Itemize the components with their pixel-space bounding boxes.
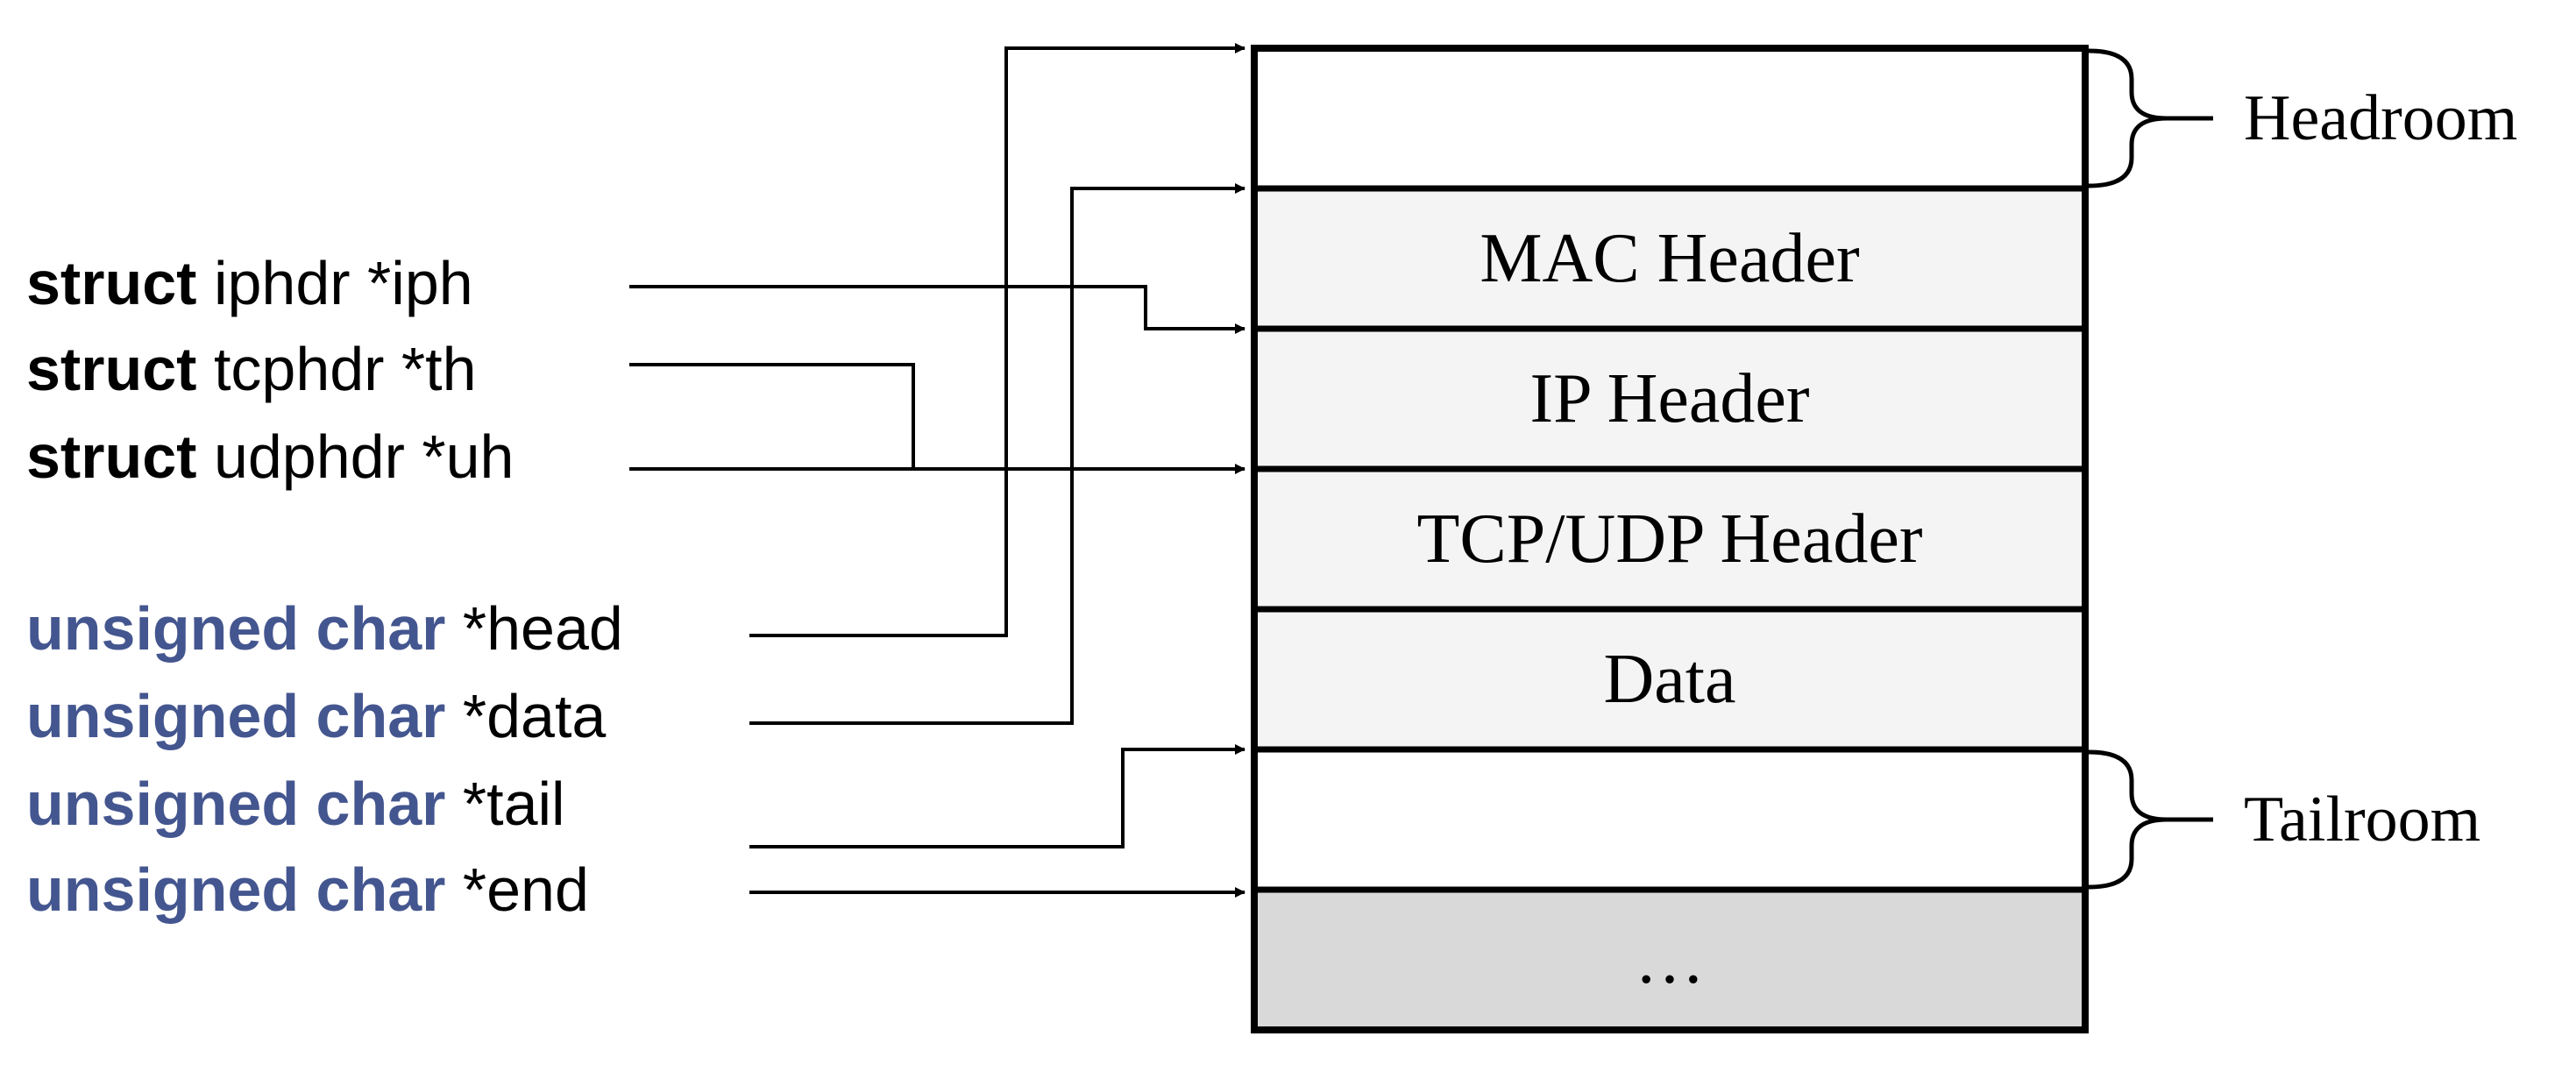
segment-label-overflow: … <box>1635 920 1705 998</box>
segment-mac-header <box>1254 188 2085 329</box>
segment-tailroom <box>1254 749 2085 890</box>
pointer-label-data: unsigned char *data <box>26 677 606 756</box>
pointer-name: *head <box>462 594 623 663</box>
segment-ip-header <box>1254 329 2085 469</box>
pointer-name: *end <box>462 855 589 924</box>
segment-label-transport-header: TCP/UDP Header <box>1416 500 1923 578</box>
segment-label-data: Data <box>1603 640 1736 718</box>
segment-label-mac-header: MAC Header <box>1480 219 1860 297</box>
pointer-name: iphdr *iph <box>213 249 473 317</box>
pointer-name: *tail <box>462 770 565 838</box>
pointer-type: unsigned char <box>26 682 446 750</box>
segment-transport-header <box>1254 469 2085 609</box>
headroom-label: Headroom <box>2244 82 2518 154</box>
pointer-name: *data <box>462 682 607 750</box>
tailroom-label: Tailroom <box>2244 784 2481 855</box>
segment-label-ip-header: IP Header <box>1529 359 1810 437</box>
pointer-label-iph: struct iphdr *iph <box>26 244 473 323</box>
pointer-type: unsigned char <box>26 594 446 663</box>
arrow-th <box>629 363 915 469</box>
pointer-name: tcphdr *th <box>213 335 477 403</box>
arrow-head <box>749 43 1245 637</box>
pointer-label-end: unsigned char *end <box>26 850 589 929</box>
headroom-brace <box>2088 48 2168 188</box>
segment-overflow <box>1254 890 2085 1030</box>
pointer-label-th: struct tcphdr *th <box>26 330 477 408</box>
pointer-name: udphdr *uh <box>213 422 514 491</box>
arrow-iph <box>629 285 1245 334</box>
segment-data <box>1254 609 2085 749</box>
tailroom-brace <box>2088 749 2168 890</box>
pointer-label-tail: unsigned char *tail <box>26 764 565 843</box>
pointer-type: unsigned char <box>26 770 446 838</box>
pointer-label-uh: struct udphdr *uh <box>26 417 514 496</box>
pointer-label-head: unsigned char *head <box>26 589 623 668</box>
segment-dividers <box>1254 185 2085 893</box>
pointer-type: unsigned char <box>26 855 446 924</box>
pointer-type: struct <box>26 422 197 491</box>
pointer-type: struct <box>26 335 197 403</box>
segment-headroom <box>1254 48 2085 188</box>
arrow-tail <box>749 744 1245 848</box>
pointer-type: struct <box>26 249 197 317</box>
buffer-outline <box>1251 45 2089 1033</box>
arrow-data <box>749 183 1245 725</box>
